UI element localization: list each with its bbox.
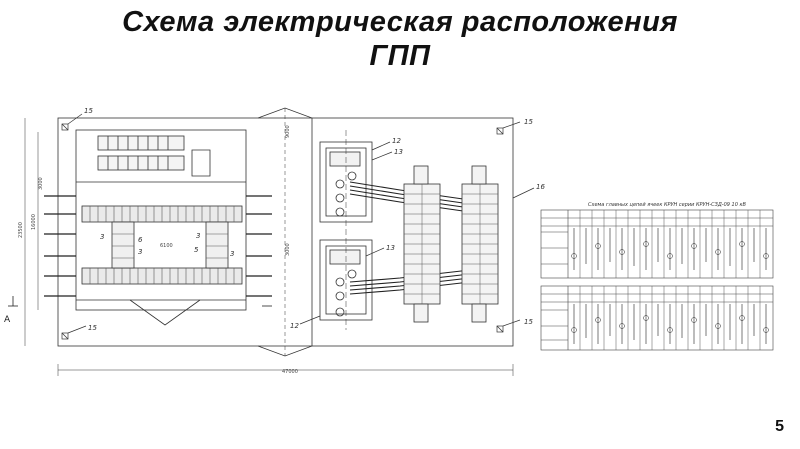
dim-d4: 6100 [160, 243, 173, 249]
callout-15-tr: 15 [524, 118, 533, 126]
dim-height-inner: 16000 [31, 214, 37, 230]
callout-12-top: 12 [392, 137, 401, 145]
callout-3-c: 3 [196, 232, 200, 240]
slide-title-line1: Схема электрическая расположения [122, 6, 678, 38]
dim-d1: 3000 [38, 177, 44, 190]
table-title: Схема главных цепей ячеек КРУН серии КРУ… [588, 202, 746, 208]
callout-6: 6 [138, 236, 143, 244]
callout-12-bottom: 12 [290, 322, 299, 330]
callout-15-bl: 15 [88, 324, 97, 332]
callout-3-a: 3 [100, 233, 104, 241]
dim-d3: 3000 [285, 243, 291, 256]
slide-title-line2: ГПП [369, 40, 431, 72]
callout-5: 5 [194, 246, 199, 254]
callout-13-bottom: 13 [386, 244, 395, 252]
single-line-table [540, 209, 774, 351]
page-number: 5 [775, 418, 784, 435]
dim-height-total: 23500 [18, 222, 24, 238]
callout-3-b: 3 [138, 248, 142, 256]
callout-3-d: 3 [230, 250, 234, 258]
callout-15-br: 15 [524, 318, 533, 326]
dim-width-total: 47000 [282, 369, 298, 375]
section-marker-a: А [4, 315, 11, 325]
dim-d2: 9000 [285, 125, 291, 138]
callout-16: 16 [536, 183, 545, 191]
site-boundary [57, 117, 514, 347]
callout-15-tl: 15 [84, 107, 93, 115]
callout-13-top: 13 [394, 148, 403, 156]
kru-building [75, 129, 247, 311]
